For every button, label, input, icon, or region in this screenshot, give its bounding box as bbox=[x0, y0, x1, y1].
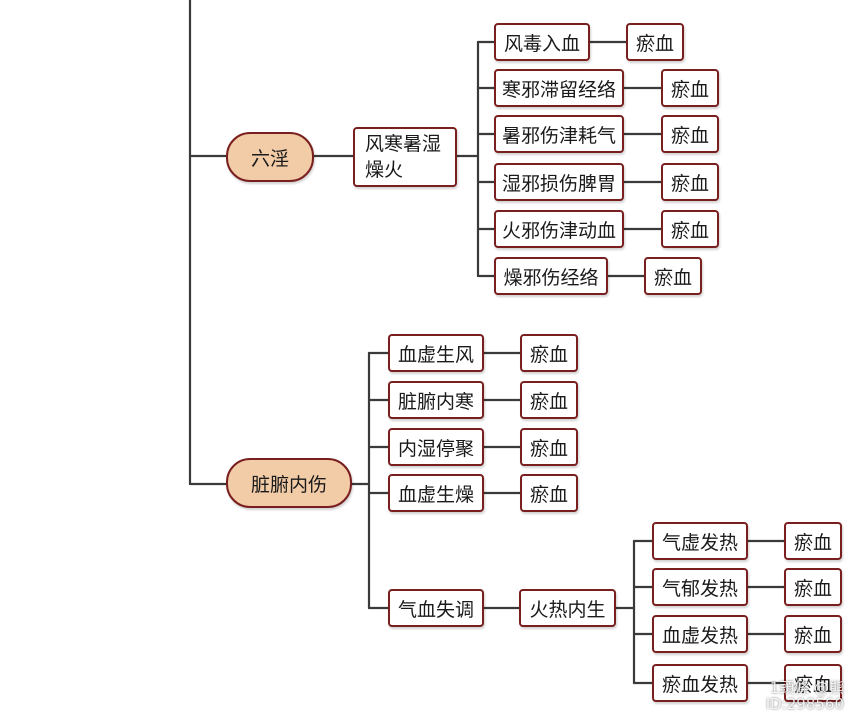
node-hanxie-zhiliu-jingluo: 寒邪滞留经络 bbox=[494, 69, 624, 107]
node-shixie-sunshang-piwei: 湿邪损伤脾胃 bbox=[494, 163, 624, 201]
node-fengdu-ruxue: 风毒入血 bbox=[494, 23, 590, 61]
node-huoxie-shangjin-dongxue: 火邪伤津动血 bbox=[494, 210, 624, 248]
result-yuxue-l6: 瘀血 bbox=[644, 257, 702, 295]
node-yuxue-fare: 瘀血发热 bbox=[652, 664, 748, 702]
result-yuxue-l2: 瘀血 bbox=[661, 69, 719, 107]
node-xuexu-fare: 血虚发热 bbox=[652, 615, 748, 653]
watermark-line-2: ID:298560 bbox=[765, 695, 844, 713]
result-yuxue-z1: 瘀血 bbox=[520, 334, 578, 372]
result-yuxue-h1: 瘀血 bbox=[784, 522, 842, 560]
result-yuxue-h2: 瘀血 bbox=[784, 568, 842, 606]
watermark-line-1: 1頭條 @熊 bbox=[769, 679, 844, 697]
watermark: 1頭條 @熊 ID:298560 bbox=[766, 680, 844, 712]
result-yuxue-h3: 瘀血 bbox=[784, 615, 842, 653]
node-xuexu-shengfeng: 血虚生风 bbox=[388, 334, 484, 372]
result-yuxue-z3: 瘀血 bbox=[520, 428, 578, 466]
node-qiyu-fare: 气郁发热 bbox=[652, 568, 748, 606]
result-yuxue-z2: 瘀血 bbox=[520, 381, 578, 419]
node-neishi-tingju: 内湿停聚 bbox=[388, 428, 484, 466]
node-zangfu-neihan: 脏腑内寒 bbox=[388, 381, 484, 419]
result-yuxue-l1: 瘀血 bbox=[626, 23, 684, 61]
category-zangfu-neishang: 脏腑内伤 bbox=[226, 458, 352, 508]
result-yuxue-h4: 瘀血 bbox=[784, 664, 842, 702]
node-xuexu-shengzao: 血虚生燥 bbox=[388, 474, 484, 512]
node-huore-neisheng: 火热内生 bbox=[519, 589, 616, 627]
result-yuxue-l4: 瘀血 bbox=[661, 163, 719, 201]
category-liuyin: 六淫 bbox=[226, 132, 314, 182]
node-qixu-fare: 气虚发热 bbox=[652, 522, 748, 560]
node-fenghan-shushi-zaohuo: 风寒暑湿 燥火 bbox=[353, 127, 457, 187]
node-qixue-shitiao: 气血失调 bbox=[388, 589, 484, 627]
node-zaoxie-shang-jingluo: 燥邪伤经络 bbox=[494, 257, 608, 295]
node-shuxie-shangjin-haoqi: 暑邪伤津耗气 bbox=[494, 115, 624, 153]
result-yuxue-l3: 瘀血 bbox=[661, 115, 719, 153]
result-yuxue-l5: 瘀血 bbox=[661, 210, 719, 248]
result-yuxue-z4: 瘀血 bbox=[520, 474, 578, 512]
